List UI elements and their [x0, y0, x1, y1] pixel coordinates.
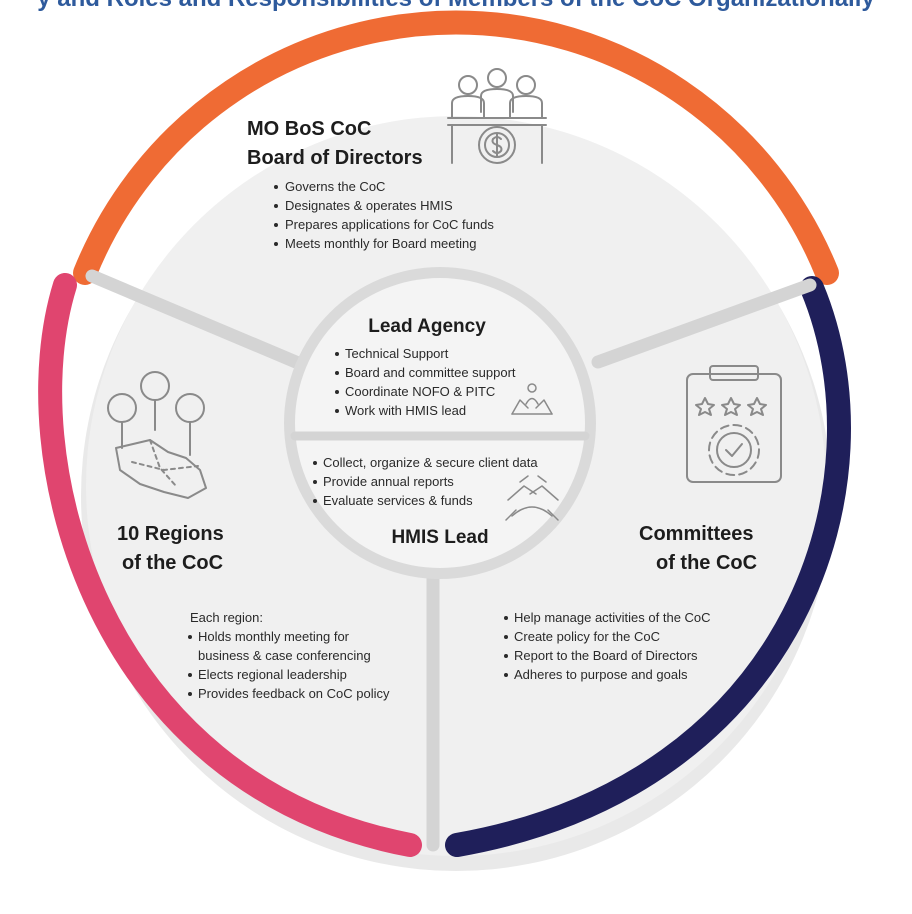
lead-bullet-4: Work with HMIS lead	[345, 403, 466, 418]
right-navy-arc	[445, 276, 851, 857]
left-pink-arc	[38, 273, 422, 857]
hmis-bullet-3: Evaluate services & funds	[323, 493, 473, 508]
teamwork-hands-icon	[505, 475, 559, 521]
divider-left	[85, 269, 317, 375]
section-regions: 10 Regions of the CoC Each region: Holds…	[107, 371, 390, 701]
committees-bullet-2: Create policy for the CoC	[514, 629, 660, 644]
regions-bullet-2: business & case conferencing	[198, 648, 371, 663]
section-hmis-lead: Collect, organize & secure client data P…	[313, 455, 559, 548]
hmis-lead-title: HMIS Lead	[391, 527, 488, 548]
section-committees: Committees of the CoC Help manage activi…	[504, 365, 782, 682]
regions-title-line2: of the CoC	[122, 552, 223, 574]
board-title-line2: Board of Directors	[247, 147, 423, 169]
board-bullet-3: Prepares applications for CoC funds	[285, 217, 494, 232]
committees-bullet-4: Adheres to purpose and goals	[514, 667, 688, 682]
committees-title-line1: Committees	[639, 523, 753, 545]
clipboard-rating-gear-icon	[686, 365, 782, 483]
bullet-dots	[335, 352, 339, 413]
hmis-bullet-1: Collect, organize & secure client data	[323, 455, 538, 470]
regions-bullet-3: Elects regional leadership	[198, 667, 347, 682]
region-map-pins-icon	[107, 371, 207, 499]
regions-bullet-1: Holds monthly meeting for	[198, 629, 350, 644]
section-board: MO BoS CoC Board of Directors Governs th…	[247, 68, 547, 251]
committees-bullet-3: Report to the Board of Directors	[514, 648, 698, 663]
board-bullet-1: Governs the CoC	[285, 179, 385, 194]
bullet-dots	[504, 616, 508, 677]
lead-bullet-3: Coordinate NOFO & PITC	[345, 384, 495, 399]
bullet-dots	[313, 461, 317, 503]
lead-agency-title: Lead Agency	[368, 316, 486, 337]
section-lead-agency: Lead Agency Technical Support Board and …	[335, 316, 553, 418]
regions-bullet-4: Provides feedback on CoC policy	[198, 686, 390, 701]
lead-bullet-2: Board and committee support	[345, 365, 516, 380]
committees-title-line2: of the CoC	[656, 552, 757, 574]
board-title-line1: MO BoS CoC	[247, 118, 371, 140]
top-orange-arc	[73, 10, 839, 285]
divider-right	[591, 278, 817, 369]
header-title: y and Roles and Responsibilities of Memb…	[37, 0, 875, 12]
board-bullet-4: Meets monthly for Board meeting	[285, 236, 476, 251]
board-meeting-dollar-icon	[447, 68, 547, 164]
hmis-bullet-2: Provide annual reports	[323, 474, 454, 489]
committees-bullet-1: Help manage activities of the CoC	[514, 610, 711, 625]
regions-intro: Each region:	[190, 610, 263, 625]
regions-title-line1: 10 Regions	[117, 523, 224, 545]
support-hands-icon	[511, 383, 553, 415]
bullet-dots	[274, 185, 278, 246]
board-bullet-2: Designates & operates HMIS	[285, 198, 453, 213]
bullet-dots	[188, 635, 192, 696]
lead-bullet-1: Technical Support	[345, 346, 449, 361]
